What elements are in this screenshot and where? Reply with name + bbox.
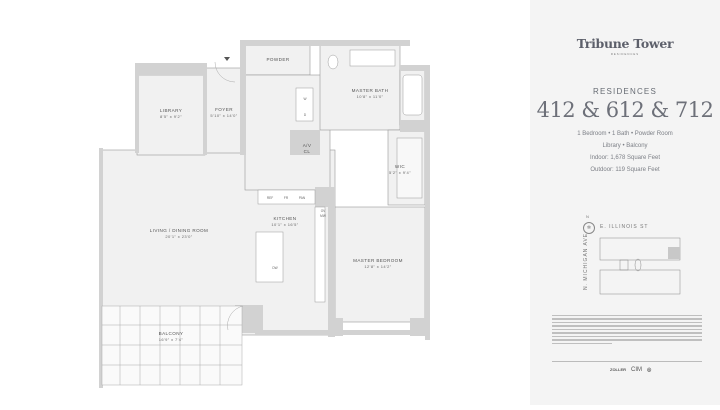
bathtub <box>402 74 423 116</box>
street-illinois: E. ILLINOIS ST <box>600 224 649 230</box>
powder-floor <box>244 44 311 76</box>
balcony-grid <box>101 61 244 386</box>
ov-label: OV <box>320 209 326 213</box>
disclaimer-text <box>552 315 702 346</box>
fr-label: FR <box>283 196 289 200</box>
divider <box>552 361 702 362</box>
kitchen-counter <box>257 189 316 205</box>
pan-label: PAN <box>298 196 306 200</box>
kitchen-side-counter <box>314 206 326 303</box>
logo-mark: ◎ <box>647 367 652 373</box>
foyer-floor <box>204 67 246 154</box>
info-panel: Tribune Tower RESIDENCES RESIDENCES 412 … <box>530 0 720 405</box>
washer-dryer <box>295 87 314 122</box>
toilet <box>327 54 339 70</box>
brand-sub: RESIDENCES <box>610 52 640 56</box>
residences-heading: RESIDENCES <box>592 87 657 96</box>
north-label: N <box>586 214 590 219</box>
logo-cim: CIM <box>631 367 642 373</box>
unit-numbers: 412 & 612 & 712 <box>536 98 714 122</box>
ref-label: REF <box>266 196 274 200</box>
entry-marker <box>224 57 230 61</box>
dw-label: DW <box>272 266 278 270</box>
unit-highlight <box>668 247 680 259</box>
feature-line: 1 Bedroom • 1 Bath • Powder Room <box>577 131 673 137</box>
washer-label: W <box>303 97 307 101</box>
wic-shelving <box>396 137 423 199</box>
compass-icon: ✲ <box>583 222 595 234</box>
key-plan <box>599 237 681 295</box>
feature-line: Outdoor: 119 Square Feet <box>590 167 660 173</box>
mw-label: MW <box>320 214 326 218</box>
street-michigan: N. MICHIGAN AVE <box>583 232 589 290</box>
kitchen-island <box>255 231 284 283</box>
dryer-label: D <box>303 113 307 117</box>
library-floor <box>136 74 206 156</box>
vanity <box>349 49 396 67</box>
logo-zoller: ZOLLER <box>610 367 626 372</box>
feature-line: Library • Balcony <box>602 143 648 149</box>
brand-logo: Tribune Tower <box>576 36 674 51</box>
room-av-closet: A/V CL <box>302 143 312 154</box>
floor-plan-drawing <box>99 40 430 388</box>
feature-line: Indoor: 1,678 Square Feet <box>589 155 661 161</box>
room-powder: POWDER <box>266 57 290 62</box>
